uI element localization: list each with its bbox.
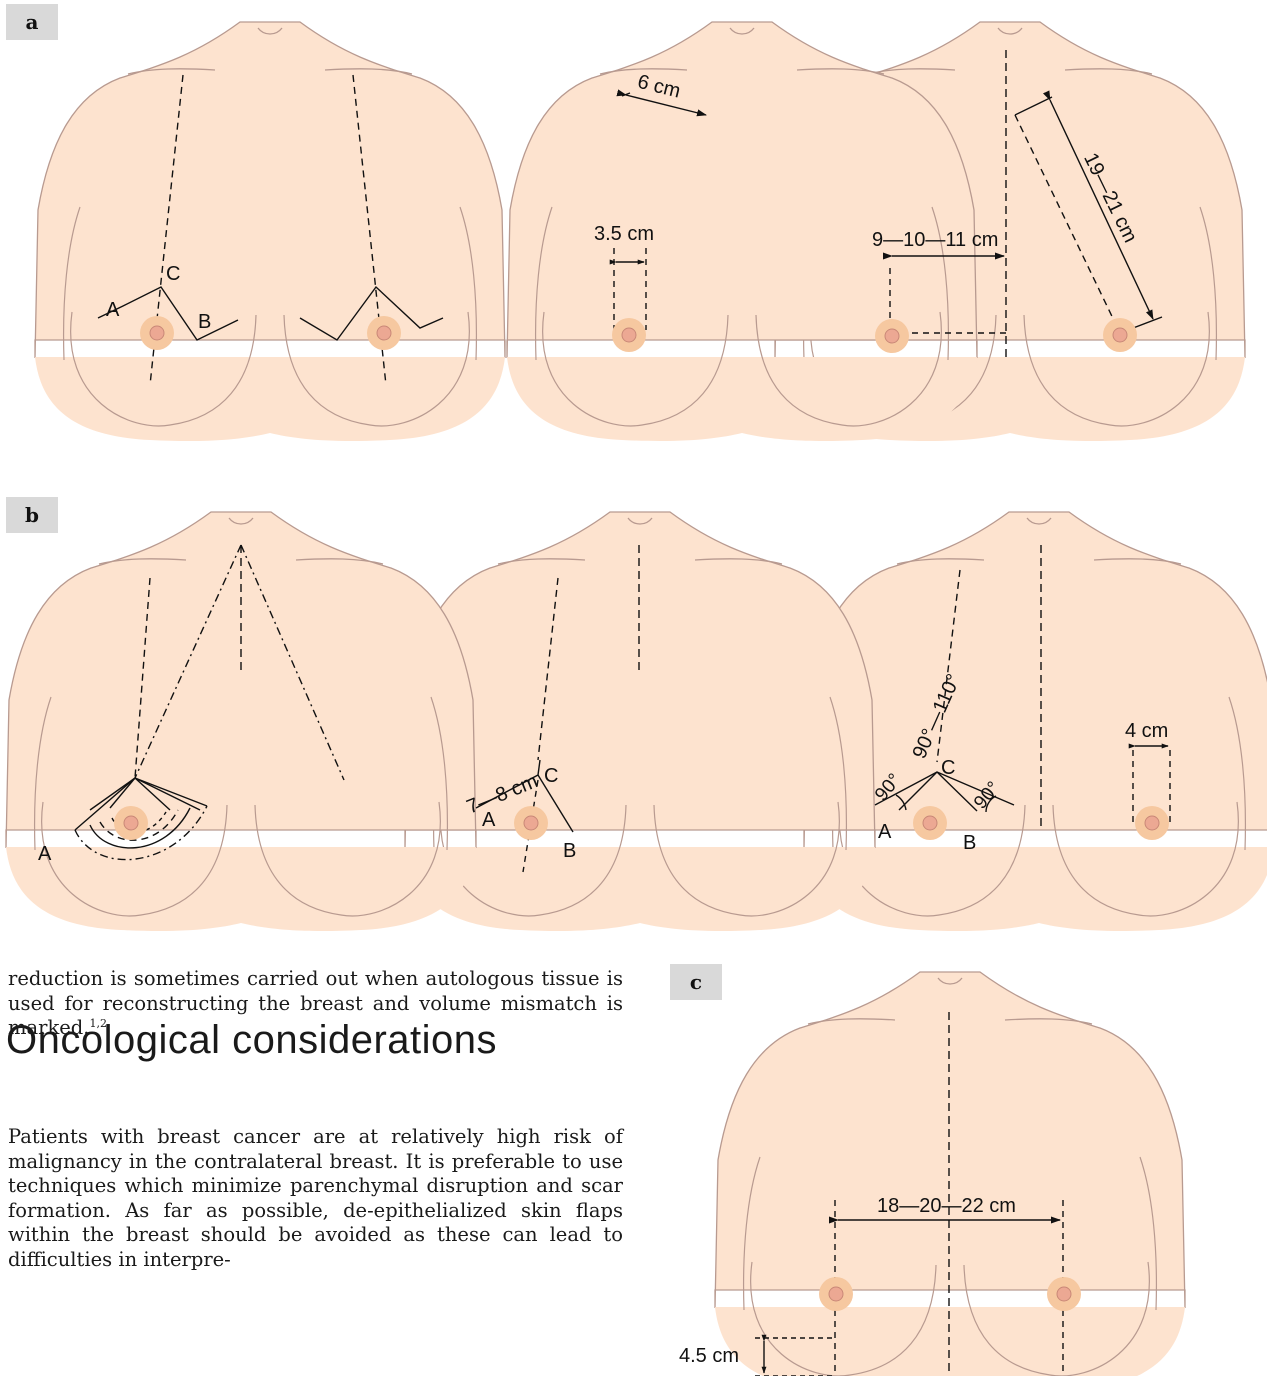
panel-a-torso-1: [35, 22, 505, 441]
paragraph-oncological: Patients with breast cancer are at relat…: [8, 1125, 623, 1272]
panel-c-nipple-height: 4.5 cm: [679, 1345, 739, 1367]
panel-a-figures: A B C 6 cm 3.5 cm 9—10—11 cm 19—21 cm: [35, 22, 1245, 441]
panel-c-nipple-right: [1047, 1277, 1081, 1311]
panel-b-fig3-nipple-right: [1135, 806, 1169, 840]
panel-b-figures: A 7—8 cm A B C 90°—110°: [6, 512, 1267, 931]
panel-b-fig2-point-b: B: [563, 840, 576, 862]
panel-b-fig2-nipple: [514, 806, 548, 840]
panel-a-fig1-point-a: A: [106, 299, 120, 321]
panel-c-figure: 18—20—22 cm 4.5 cm: [679, 972, 1185, 1376]
panel-b-torso-3: [804, 512, 1267, 931]
panel-b-fig3-point-b: B: [963, 832, 976, 854]
panel-a-fig1-nipple-left: [140, 316, 174, 350]
panel-a-fig2-areola-width: 3.5 cm: [594, 223, 654, 245]
panel-b-fig1-point-a: A: [38, 843, 52, 865]
panel-c-nipple-dist: 18—20—22 cm: [877, 1195, 1016, 1217]
panel-b-fig1-nipple: [114, 806, 148, 840]
panel-a-fig1-point-b: B: [198, 311, 211, 333]
panel-a-fig3-nipple-right: [1103, 318, 1137, 352]
panel-b-torso-2: [405, 512, 875, 931]
section-heading: Oncological considerations: [6, 1018, 497, 1063]
panel-a-fig1-point-c: C: [166, 263, 180, 285]
panel-a-fig3-nipple-left: [875, 319, 909, 353]
panel-b-fig3-point-a: A: [878, 821, 892, 843]
panel-b-fig2-point-a: A: [482, 809, 496, 831]
panel-b-fig3-point-c: C: [941, 757, 955, 779]
panel-a-fig3-midline-dist: 9—10—11 cm: [872, 229, 998, 251]
panel-a-fig1-nipple-right: [367, 316, 401, 350]
panel-b-fig3-areola-width: 4 cm: [1125, 720, 1168, 742]
panel-c-torso: [715, 972, 1185, 1376]
panel-b-fig3-nipple-left: [913, 806, 947, 840]
panel-c-nipple-left: [819, 1277, 853, 1311]
panel-a-fig2-nipple: [612, 318, 646, 352]
panel-b-fig2-point-c: C: [544, 765, 558, 787]
